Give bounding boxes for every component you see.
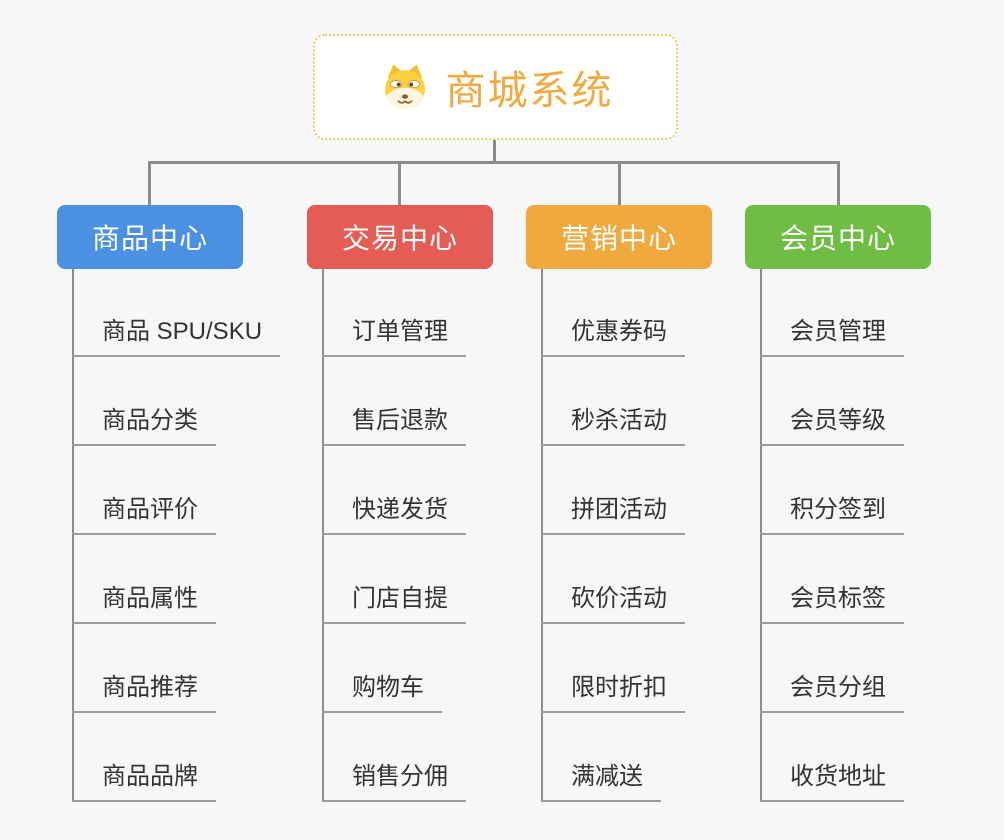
connector-root-stem [493,140,496,162]
root-title: 商城系统 [445,69,614,113]
topic-item[interactable]: 快递发货 [322,495,466,535]
topic-item[interactable]: 商品属性 [72,584,216,624]
topic-item[interactable]: 会员标签 [760,584,904,624]
topic-item[interactable]: 秒杀活动 [541,406,685,446]
connector-drop-marketing [618,161,621,205]
branch-member-center: 会员中心 会员管理 会员等级 积分签到 会员标签 会员分组 收货地址 [745,205,995,815]
root-node[interactable]: 商城系统 [313,34,678,140]
branch-product-center: 商品中心 商品 SPU/SKU 商品分类 商品评价 商品属性 商品推荐 商品品牌 [57,205,307,815]
topic-item[interactable]: 会员管理 [760,317,904,357]
branch-node-product-center[interactable]: 商品中心 [57,205,243,269]
topic-item[interactable]: 商品 SPU/SKU [72,317,281,357]
topic-item[interactable]: 限时折扣 [541,673,685,713]
branch-node-member-center[interactable]: 会员中心 [745,205,931,269]
dog-face-icon [378,62,432,112]
topic-item[interactable]: 购物车 [322,673,442,713]
topic-item[interactable]: 拼团活动 [541,495,685,535]
topic-item[interactable]: 会员等级 [760,406,904,446]
branch-trunk-line [760,269,762,802]
branch-marketing-center: 营销中心 优惠券码 秒杀活动 拼团活动 砍价活动 限时折扣 满减送 [526,205,776,815]
topic-item[interactable]: 满减送 [541,762,661,802]
branch-label: 商品中心 [91,223,208,254]
topic-item[interactable]: 会员分组 [760,673,904,713]
topic-item[interactable]: 售后退款 [322,406,466,446]
connector-drop-trade [398,161,401,205]
topic-item[interactable]: 积分签到 [760,495,904,535]
connector-drop-product [148,161,151,205]
branch-label: 交易中心 [341,223,458,254]
topic-item[interactable]: 商品评价 [72,495,216,535]
branch-label: 会员中心 [779,223,896,254]
branch-trunk-line [72,269,74,802]
topic-item[interactable]: 商品分类 [72,406,216,446]
branch-trunk-line [322,269,324,802]
topic-item[interactable]: 收货地址 [760,762,904,802]
branch-trunk-line [541,269,543,802]
branch-node-marketing-center[interactable]: 营销中心 [526,205,712,269]
branch-trade-center: 交易中心 订单管理 售后退款 快递发货 门店自提 购物车 销售分佣 [307,205,557,815]
topic-item[interactable]: 销售分佣 [322,762,466,802]
connector-horizontal-bar [148,161,840,164]
branch-label: 营销中心 [560,223,677,254]
connector-drop-member [837,161,840,205]
topic-item[interactable]: 优惠券码 [541,317,685,357]
branch-node-trade-center[interactable]: 交易中心 [307,205,493,269]
topic-item[interactable]: 商品品牌 [72,762,216,802]
topic-item[interactable]: 砍价活动 [541,584,685,624]
topic-item[interactable]: 订单管理 [322,317,466,357]
topic-item[interactable]: 商品推荐 [72,673,216,713]
topic-item[interactable]: 门店自提 [322,584,466,624]
